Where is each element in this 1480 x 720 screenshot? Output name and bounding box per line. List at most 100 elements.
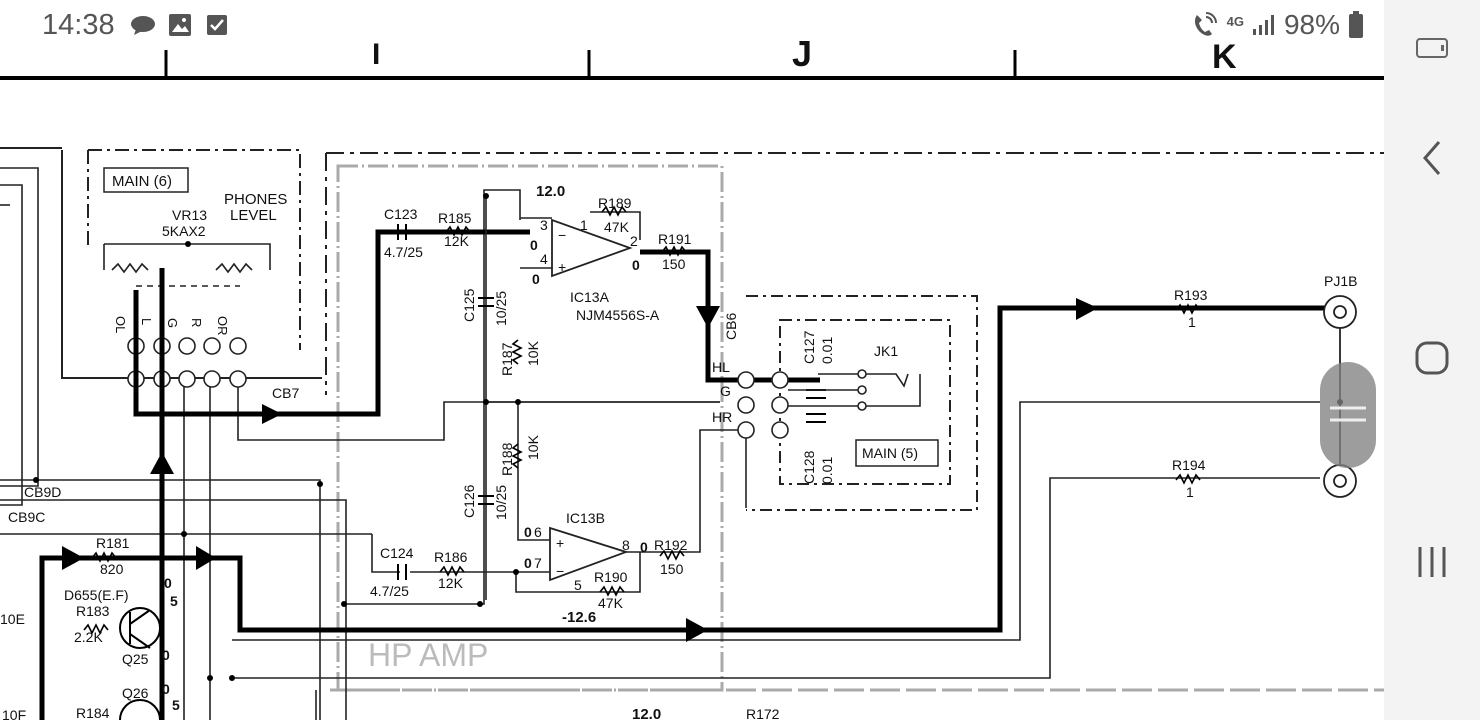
svg-text:C123: C123 [384, 206, 418, 222]
svg-text:R: R [189, 318, 204, 327]
svg-text:R188: R188 [499, 442, 515, 476]
status-right-icons: 4G 98% [1191, 9, 1364, 41]
svg-text:C128: C128 [801, 450, 817, 484]
svg-text:0: 0 [524, 555, 532, 571]
svg-text:2.2K: 2.2K [74, 629, 103, 645]
home-button[interactable] [1384, 336, 1480, 380]
column-ruler [0, 50, 1384, 80]
svg-text:-12.6: -12.6 [562, 609, 596, 626]
signal-icon [1252, 15, 1274, 35]
svg-text:C125: C125 [461, 288, 477, 322]
svg-text:10K: 10K [525, 434, 541, 460]
svg-text:7: 7 [534, 555, 542, 571]
component-labels: C123 4.7/25 R185 12K 12.0 R189 47K R191 … [0, 183, 1357, 720]
svg-text:10E: 10E [0, 611, 25, 627]
svg-text:0.01: 0.01 [819, 457, 835, 484]
hp-amp-label: HP AMP [368, 637, 488, 673]
svg-text:47K: 47K [604, 219, 630, 235]
ic13a-opamp [551, 218, 633, 278]
svg-text:3: 3 [540, 217, 548, 233]
column-label-i: I [372, 38, 380, 71]
svg-text:IC13A: IC13A [570, 289, 610, 305]
schematic-image: I J K MAIN (6) PHONES LEVEL VR13 5K [0, 33, 1384, 720]
svg-text:Q26: Q26 [122, 685, 149, 701]
svg-text:0: 0 [532, 271, 540, 287]
svg-text:R189: R189 [598, 195, 632, 211]
svg-text:R186: R186 [434, 549, 468, 565]
left-bus-lines [0, 167, 1320, 720]
status-bar: 14:38 4G 98% [0, 0, 1384, 50]
svg-text:150: 150 [662, 256, 686, 272]
svg-text:R193: R193 [1174, 287, 1208, 303]
cb9c-label: CB9C [8, 509, 45, 525]
svg-text:0: 0 [524, 524, 532, 540]
board-outlines [0, 147, 1384, 511]
hp-amp-block [330, 164, 1384, 692]
svg-text:820: 820 [100, 561, 124, 577]
svg-text:5: 5 [170, 593, 178, 609]
schematic-viewer[interactable]: I J K MAIN (6) PHONES LEVEL VR13 5K [0, 0, 1384, 720]
svg-text:R184: R184 [76, 705, 110, 720]
svg-text:R183: R183 [76, 603, 110, 619]
svg-text:D655(E.F): D655(E.F) [64, 587, 129, 603]
vr13-part-label: 5KAX2 [162, 223, 206, 239]
svg-text:R187: R187 [499, 342, 515, 376]
transistors [119, 607, 161, 720]
svg-text:4: 4 [540, 251, 548, 267]
cb7-connector [127, 337, 247, 388]
svg-text:PJ1B: PJ1B [1324, 273, 1357, 289]
svg-text:−: − [556, 563, 564, 579]
svg-text:8: 8 [622, 537, 630, 553]
column-label-k: K [1212, 38, 1237, 76]
svg-text:C127: C127 [801, 330, 817, 364]
signal-arrows [62, 298, 1098, 642]
svg-text:5: 5 [574, 577, 582, 593]
home-icon [1415, 341, 1449, 375]
svg-text:HL: HL [712, 359, 730, 375]
svg-text:C124: C124 [380, 545, 414, 561]
svg-text:47K: 47K [598, 595, 624, 611]
battery-percent: 98% [1283, 9, 1340, 40]
recents-button[interactable] [1384, 540, 1480, 584]
svg-text:R192: R192 [654, 537, 688, 553]
svg-text:C126: C126 [461, 484, 477, 518]
back-button[interactable] [1384, 136, 1480, 180]
svg-text:CB6: CB6 [723, 313, 739, 340]
svg-text:MAIN (5): MAIN (5) [862, 445, 918, 461]
svg-text:NJM4556S-A: NJM4556S-A [576, 307, 660, 323]
svg-text:1: 1 [1188, 314, 1196, 330]
svg-text:Q25: Q25 [122, 651, 149, 667]
junction-dots [33, 193, 1343, 681]
svg-text:1: 1 [580, 217, 588, 233]
level-label: LEVEL [230, 207, 277, 224]
svg-text:R185: R185 [438, 210, 472, 226]
svg-text:4.7/25: 4.7/25 [384, 244, 423, 260]
svg-text:IC13B: IC13B [566, 510, 605, 526]
svg-text:R191: R191 [658, 231, 692, 247]
vr13-potentiometer [103, 243, 271, 287]
phones-label: PHONES [224, 191, 287, 208]
svg-text:150: 150 [660, 561, 684, 577]
drag-handle-icon [1330, 406, 1366, 422]
svg-text:12K: 12K [438, 575, 464, 591]
rotate-screen-button[interactable] [1384, 28, 1480, 68]
svg-text:G: G [165, 318, 180, 328]
svg-text:6: 6 [534, 524, 542, 540]
svg-text:+: + [556, 535, 564, 551]
network-type: 4G [1226, 13, 1244, 29]
svg-text:0: 0 [162, 681, 170, 697]
svg-text:0: 0 [164, 575, 172, 591]
svg-text:JK1: JK1 [874, 343, 898, 359]
pin-labels: OL L G R OR [113, 316, 230, 336]
svg-text:R194: R194 [1172, 457, 1206, 473]
svg-text:OL: OL [113, 316, 128, 333]
svg-text:R190: R190 [594, 569, 628, 585]
svg-text:4.7/25: 4.7/25 [370, 583, 409, 599]
resistors [83, 205, 1201, 635]
fast-scroll-handle[interactable] [1320, 362, 1376, 468]
svg-text:12K: 12K [444, 233, 470, 249]
svg-text:5: 5 [172, 697, 180, 713]
recents-icon [1418, 547, 1446, 577]
svg-text:12.0: 12.0 [536, 183, 565, 200]
svg-text:0: 0 [530, 237, 538, 253]
